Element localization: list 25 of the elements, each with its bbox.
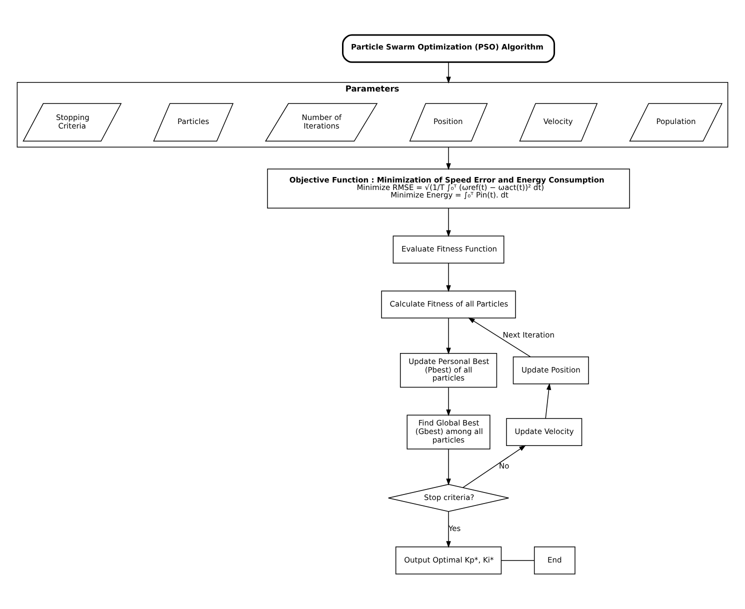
arrow [446,62,451,84]
arrow [446,448,451,486]
node-box: End [534,546,576,574]
node-box: Find Global Best (Gbest) among all particles [406,414,490,450]
arrow [446,208,451,238]
arrow [462,445,526,488]
node-box: Objective Function : Minimization of Speed Error and Energy Consumption Minimize RMSE = √(1/T ∫₀ᵀ (ωref(t) − ωact(t))² dt) Minimize Energy = ∫₀ᵀ Pin(t). dt [267,168,630,209]
node-box: Update Personal Best (Pbest) of all particles [400,353,498,388]
edge-label: Next Iteration [502,330,555,340]
arrow [446,511,451,548]
arrow [468,318,531,358]
node-box: Particle Swarm Optimization (PSO) Algorithm [342,34,556,63]
node-diamond: Stop criteria? [388,484,510,512]
node-box: Output Optimal Kp*, Ki* [395,546,502,574]
node-box: Evaluate Fitness Function [392,236,504,264]
arrow [446,318,451,355]
arrow [545,383,552,419]
node-box: Update Position [512,356,589,384]
node-box: Update Velocity [506,418,582,446]
arrow [446,146,451,170]
arrow [446,262,451,292]
node-box: Calculate Fitness of all Particles [381,290,516,318]
connector [501,560,535,561]
edge-label: No [498,462,510,471]
arrow [446,387,451,416]
